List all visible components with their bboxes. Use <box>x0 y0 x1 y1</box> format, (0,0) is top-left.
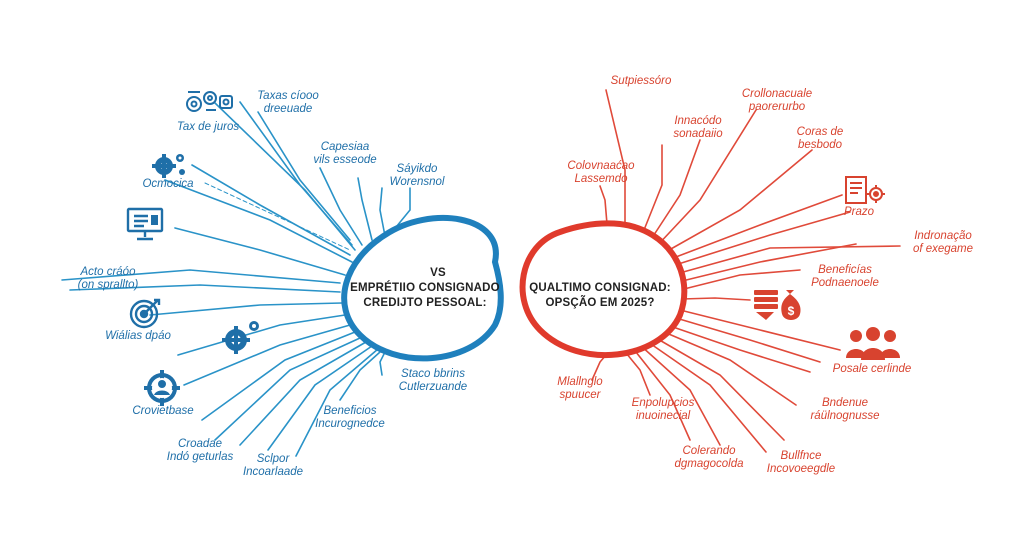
left-central-node <box>341 215 504 362</box>
right-label: Bndenue ráülnognusse <box>810 397 880 422</box>
gears-cluster-icon <box>186 91 233 112</box>
right-branch-line <box>679 269 801 291</box>
left-label: Wiálias dpáo <box>105 330 171 342</box>
right-label: Crollonacuale paorerurbo <box>741 88 813 113</box>
left-branch-line <box>379 187 386 237</box>
right-central-line1: QUALTIMO CONSIGNAD: <box>529 282 671 294</box>
left-branch-line <box>183 324 351 386</box>
left-dashed-branch-line <box>204 182 351 251</box>
left-branch-line <box>339 351 381 401</box>
left-branch-lines <box>61 101 411 457</box>
left-branch-line <box>257 111 351 241</box>
left-branch-line <box>239 341 367 446</box>
left-label: Tax de juros <box>176 121 240 133</box>
gear-icon <box>222 321 259 354</box>
left-label: Sclpor Incoarlaade <box>242 453 304 478</box>
right-branch-line <box>639 344 721 446</box>
right-label: Bullfnce Incovoeegdle <box>766 450 836 475</box>
right-branch-line <box>655 337 785 441</box>
right-branch-line <box>639 144 663 241</box>
left-branch-line <box>214 102 356 251</box>
target-icon <box>129 298 161 329</box>
right-label: Posale cerlinde <box>832 363 912 375</box>
left-branch-line <box>69 284 341 293</box>
right-central-node <box>519 220 688 359</box>
left-branch-line <box>149 302 343 316</box>
left-branch-line <box>201 331 356 421</box>
left-branch-line <box>214 337 361 441</box>
monitor-icon <box>126 207 164 241</box>
right-branch-line <box>631 346 691 441</box>
left-branch-line <box>319 167 363 246</box>
money-stack-icon: $ <box>754 290 801 320</box>
right-branch-line <box>681 297 751 301</box>
right-branch-line <box>677 243 857 283</box>
right-label: Coras de besbodo <box>796 126 844 151</box>
left-central-vs: VS <box>430 267 446 279</box>
gear-icon <box>152 154 185 178</box>
left-central-line1: EMPRÉTIIO CONSIGNADO <box>350 282 500 294</box>
right-branch-line <box>669 325 811 373</box>
left-label: Crovietbase <box>132 405 194 417</box>
user-gear-icon <box>144 370 180 406</box>
right-branch-line <box>675 245 901 275</box>
right-label: Sutpiessóro <box>610 75 672 87</box>
left-branch-line <box>357 177 373 241</box>
right-branch-lines <box>591 89 901 453</box>
document-gear-icon <box>845 176 885 204</box>
right-branch-line <box>605 89 626 237</box>
left-label: Capesiaa vils esseode <box>313 141 377 166</box>
left-label: Ocmocica <box>142 178 194 190</box>
right-central-line2: OPSÇÃO EM 2025? <box>545 297 655 309</box>
right-label: Mlallnglo spuucer <box>557 376 603 401</box>
left-central-line2: CREDIJTO PESSOAL: <box>363 297 487 309</box>
right-label: Colovnaaćao Lassemdo <box>567 160 635 185</box>
right-branch-line <box>661 149 813 255</box>
left-branch-line <box>61 269 341 284</box>
right-branch-line <box>675 317 821 363</box>
left-branch-line <box>164 179 353 263</box>
right-branch-line <box>654 109 757 249</box>
people-group-icon <box>846 327 900 360</box>
right-label: Colerando dgmagocolda <box>674 445 744 470</box>
left-branch-line <box>174 227 346 276</box>
right-branch-line <box>663 331 797 406</box>
left-label: Taxas cíooo dreeuade <box>257 90 319 115</box>
svg-text:$: $ <box>788 304 795 318</box>
right-label: Prazo <box>843 206 875 218</box>
right-branch-line <box>679 309 841 351</box>
left-label: Staco bbrins Cutlerzuande <box>398 368 468 393</box>
right-branch-line <box>647 341 767 453</box>
left-label: Sáyikdo Worensnol <box>389 163 445 188</box>
left-branch-line <box>267 345 373 451</box>
left-branch-line <box>191 164 351 256</box>
left-label: Beneficios Incurognedce <box>315 405 385 430</box>
right-branch-line <box>647 139 701 245</box>
right-label: Beneficías Podnaenoele <box>811 264 879 289</box>
right-branch-line <box>667 194 843 261</box>
right-label: Innacódo sonadaiio <box>673 115 723 140</box>
left-label: Croadae Indó geturlas <box>166 438 234 463</box>
left-branch-line <box>295 348 379 457</box>
right-label: Indronação of exegame <box>912 230 974 255</box>
right-branch-line <box>671 211 851 267</box>
right-label: Enpolupcios inuoinecial <box>631 397 695 422</box>
left-label: Acto cráóo (on sprallto) <box>77 266 139 291</box>
left-branch-line <box>379 351 386 376</box>
left-branch-line <box>177 314 346 356</box>
